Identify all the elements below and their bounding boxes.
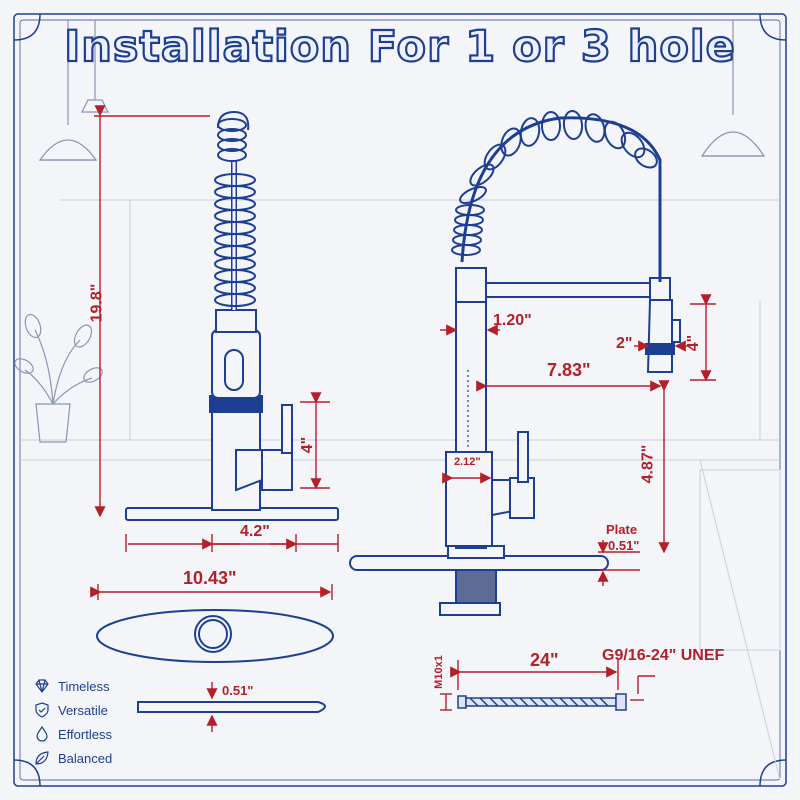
dim-base-diameter: 2.12": [454, 456, 481, 468]
dim-plate-thickness: 0.51": [222, 683, 254, 698]
drop-icon: [36, 726, 48, 742]
lamp-right: [700, 20, 766, 157]
dim-hose-bolt: M10x1: [432, 655, 445, 689]
dim-total-height: 19.8": [88, 283, 106, 323]
shield-icon: [35, 702, 49, 718]
feature-label: Versatile: [58, 702, 108, 718]
dim-spout-diameter: 1.20": [493, 312, 532, 329]
dimension-lines: [90, 105, 716, 732]
faucet-front-view: [125, 110, 339, 521]
page-title: Installation For 1 or 3 hole: [63, 21, 736, 73]
dim-hose-thread: G9/16-24" UNEF: [602, 647, 725, 664]
dim-handle-height: 4": [299, 436, 317, 454]
feature-label: Balanced: [58, 750, 113, 766]
feature-timeless: Timeless: [34, 678, 110, 694]
diamond-icon: [35, 679, 49, 693]
dim-hose-length: 24": [530, 650, 559, 670]
plant-decoration: [14, 313, 103, 443]
deck-plate-side-view: [137, 701, 326, 713]
deck-plate-top-view: [96, 609, 334, 663]
dim-handle-span: 4.2": [240, 523, 270, 540]
dim-spout-reach: 7.83": [547, 360, 591, 380]
dim-plate-length: 10.43": [183, 568, 237, 588]
faucet-side-view: [349, 110, 681, 616]
dim-spray-height: 4": [685, 334, 703, 352]
leaf-icon: [35, 751, 49, 765]
dim-plate-label: Plate: [606, 522, 638, 537]
dim-plate-side-thickness: 0.51": [608, 538, 640, 553]
dim-spray-width: 2": [616, 335, 633, 352]
feature-versatile: Versatile: [34, 702, 108, 718]
border-frame: [13, 13, 787, 787]
feature-label: Effortless: [58, 726, 112, 742]
feature-label: Timeless: [58, 678, 110, 694]
feature-balanced: Balanced: [34, 750, 112, 766]
dim-spout-clearance: 4.87": [639, 444, 657, 484]
feature-effortless: Effortless: [34, 726, 112, 742]
supply-hose: [457, 693, 627, 711]
